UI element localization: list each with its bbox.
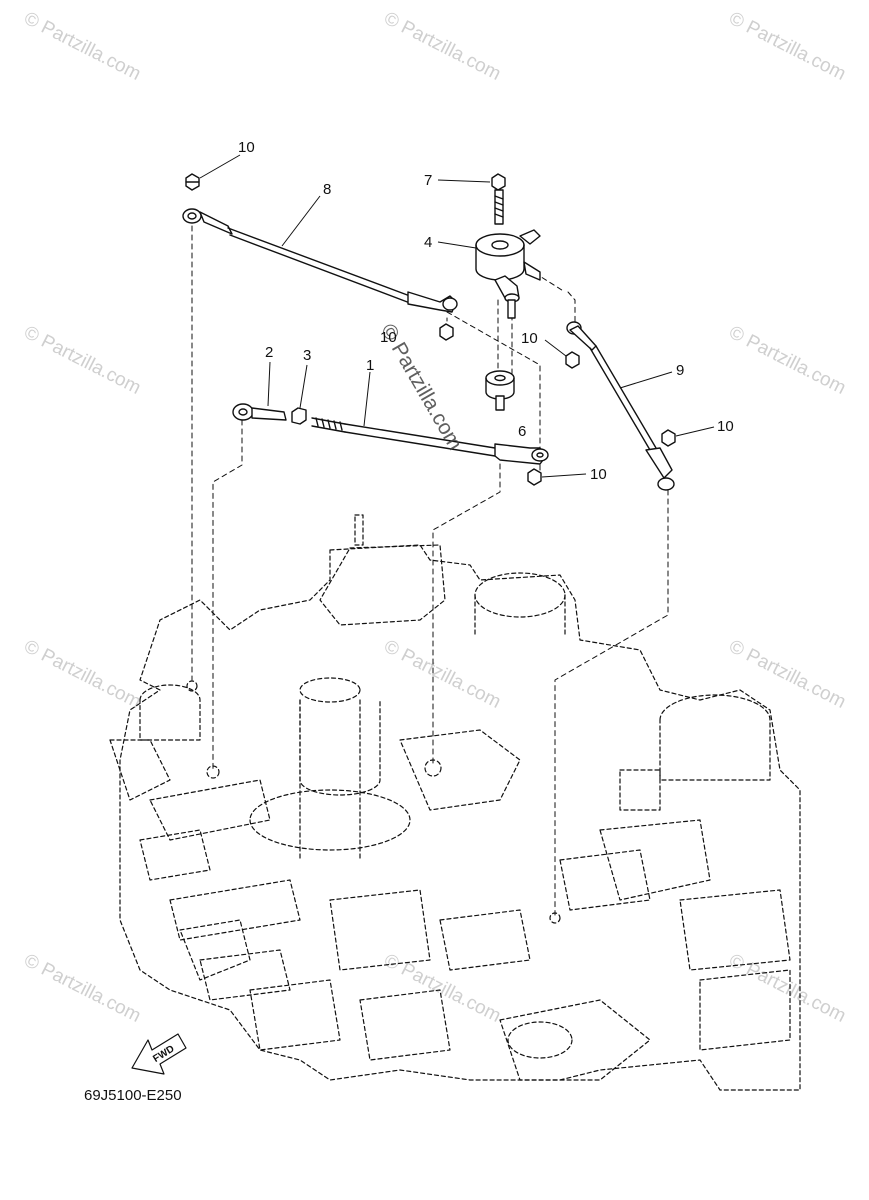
- nut-10-right: [661, 429, 676, 447]
- rod-1: [311, 417, 549, 465]
- callout-10-top-left: 10: [238, 139, 255, 156]
- engine-block: [109, 514, 801, 1091]
- rod-9: [566, 321, 675, 491]
- callout-7: 7: [424, 172, 433, 189]
- callout-9: 9: [676, 362, 685, 379]
- nut-10-lower-middle: [527, 468, 542, 486]
- diagram-code: 69J5100-E250: [84, 1087, 182, 1104]
- callout-6: 6: [518, 423, 527, 440]
- bolt-7: [491, 173, 506, 225]
- nut-10-upper-right: [565, 351, 580, 369]
- callout-10-right: 10: [717, 418, 734, 435]
- lever-4: [475, 229, 541, 319]
- callout-10-upper-right: 10: [521, 330, 538, 347]
- nut-10-top-left: [185, 173, 200, 191]
- nut-3: [291, 407, 307, 425]
- callout-3: 3: [303, 347, 312, 364]
- callout-10-mid-left: 10: [380, 329, 397, 346]
- collar-6: [485, 370, 515, 411]
- rod-8: [182, 208, 458, 313]
- callout-10-lower-middle: 10: [590, 466, 607, 483]
- callout-2: 2: [265, 344, 274, 361]
- rod-end-2: [232, 403, 287, 421]
- fwd-arrow-icon: [131, 1033, 187, 1075]
- callout-8: 8: [323, 181, 332, 198]
- callout-4: 4: [424, 234, 433, 251]
- callout-1: 1: [366, 357, 375, 374]
- nut-10-mid-left: [439, 323, 454, 341]
